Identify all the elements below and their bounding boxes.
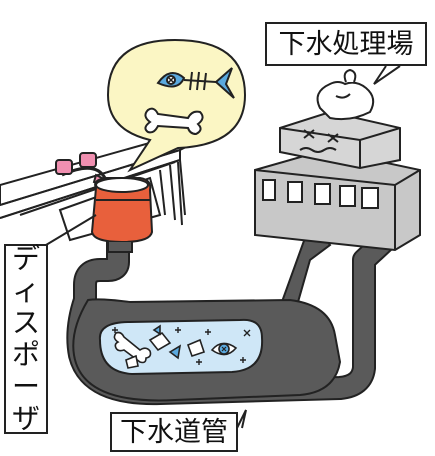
disposer-unit [90, 177, 154, 253]
disposer-label-char: デ [11, 242, 40, 275]
sewer-pipe [72, 298, 342, 402]
faucet-handle-left [55, 159, 73, 175]
speech-bubble [106, 38, 247, 173]
sewer-debris-bone-icon [113, 331, 152, 364]
bone-icon [144, 107, 204, 136]
sewer-pipe-label: 下水道管 [110, 412, 238, 452]
sewer-debris-fish-icon [152, 324, 238, 360]
treatment-plant-label: 下水処理場 [265, 22, 427, 66]
label-pointers [45, 65, 401, 431]
treatment-plant [254, 110, 421, 252]
fish-bone-icon [156, 67, 235, 99]
disposer-label: ディスポーザ [4, 242, 48, 435]
plant-face-icon [299, 129, 339, 153]
disposer-label-char: ポ [11, 338, 40, 371]
disposer-label-char: ザ [11, 402, 40, 435]
garbage-bag-icon [316, 68, 375, 121]
disposer-label-char: ス [11, 306, 40, 339]
disposer-label-char: ィ [11, 274, 40, 307]
disposer-label-char: ー [11, 370, 40, 403]
faucet-handle-right [79, 152, 97, 168]
